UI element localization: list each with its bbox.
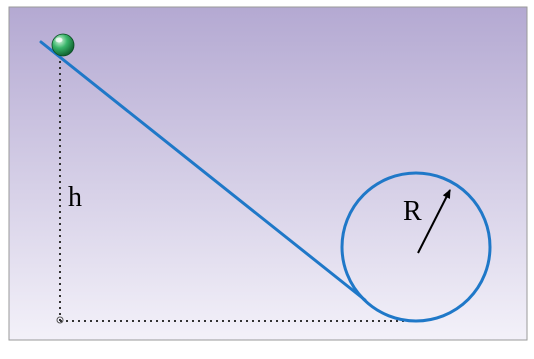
background-panel	[8, 6, 528, 341]
ball-icon	[51, 33, 75, 57]
radius-label: R	[403, 196, 422, 227]
loop-circle	[340, 171, 492, 323]
height-label: h	[68, 182, 82, 213]
radius-arrow	[417, 189, 451, 254]
incline-track	[39, 40, 367, 302]
corner-marker	[56, 316, 64, 324]
